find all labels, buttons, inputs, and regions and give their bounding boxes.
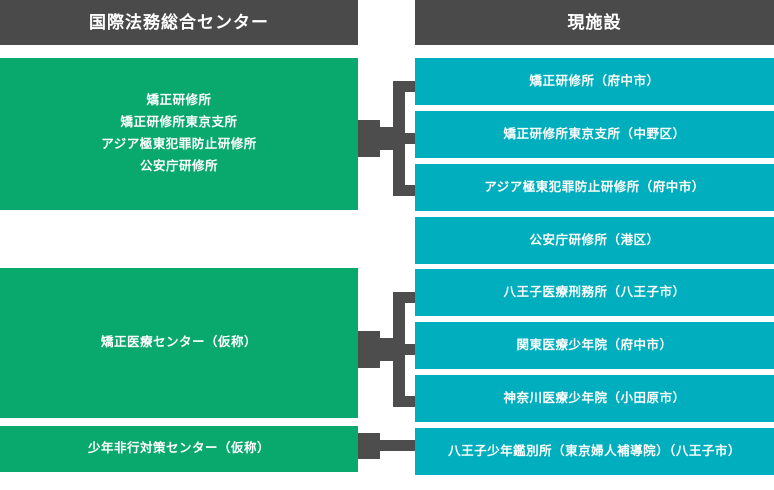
new-facility-box-juvenile-delinquency-center: 少年非行対策センター（仮称） <box>0 426 358 472</box>
current-facility-box-kanto-medical-juvenile: 関東医療少年院（府中市） <box>415 322 774 369</box>
new-facility-box-training-center: 矯正研修所 矯正研修所東京支所 アジア極東犯罪防止研修所 公安庁研修所 <box>0 58 358 210</box>
current-facility-box-unafei: アジア極東犯罪防止研修所（府中市） <box>415 164 774 211</box>
bracket-arm-top <box>393 292 415 303</box>
current-facility-label: 八王子医療刑務所（八王子市） <box>503 285 686 300</box>
connector-line-juvenile-delinquency-center <box>358 428 415 475</box>
bracket-knob <box>358 120 380 157</box>
bracket-arm-bottom <box>393 396 415 407</box>
connector-knob <box>358 433 380 459</box>
bracket-knob <box>358 331 380 368</box>
connector-bracket-training-center <box>358 58 415 210</box>
bracket-arm-middle <box>393 133 415 144</box>
bracket-stem <box>376 338 396 361</box>
column-header-new-facility-label: 国際法務総合センター <box>89 13 269 32</box>
bracket-arm-top <box>393 81 415 92</box>
current-facility-label: 矯正研修所（府中市） <box>529 74 660 89</box>
new-facility-line: 公安庁研修所 <box>139 158 218 173</box>
current-facility-box-kyosei-kenshujo: 矯正研修所（府中市） <box>415 58 774 105</box>
current-facility-box-kyosei-kenshujo-tokyo: 矯正研修所東京支所（中野区） <box>415 111 774 158</box>
current-facility-box-kanagawa-medical-juvenile: 神奈川医療少年院（小田原市） <box>415 375 774 422</box>
bracket-stem <box>376 127 396 150</box>
current-facility-label: アジア極東犯罪防止研修所（府中市） <box>484 180 705 195</box>
connector-bracket-correctional-medical-center <box>358 269 415 422</box>
current-facility-box-hachioji-juvenile-classification: 八王子少年鑑別所（東京婦人補導院）（八王子市） <box>415 428 774 475</box>
new-facility-box-correctional-medical-center: 矯正医療センター（仮称） <box>0 268 358 418</box>
current-facility-box-hachioji-medical-prison: 八王子医療刑務所（八王子市） <box>415 269 774 316</box>
current-facility-label: 神奈川医療少年院（小田原市） <box>503 391 686 406</box>
current-facility-label: 矯正研修所東京支所（中野区） <box>503 127 686 142</box>
column-header-current-facility: 現施設 <box>415 0 774 45</box>
new-facility-line: 矯正医療センター（仮称） <box>100 335 257 350</box>
new-facility-line: 少年非行対策センター（仮称） <box>87 441 270 456</box>
current-facility-box-koanchou-kenshujo: 公安庁研修所（港区） <box>415 217 774 264</box>
new-facility-line: 矯正研修所東京支所 <box>120 115 238 130</box>
column-header-current-facility-label: 現施設 <box>567 13 622 32</box>
current-facility-label: 公安庁研修所（港区） <box>529 233 660 248</box>
bracket-arm-middle <box>393 344 415 355</box>
new-facility-line: 矯正研修所 <box>146 93 212 108</box>
new-facility-line: アジア極東犯罪防止研修所 <box>101 137 257 151</box>
bracket-arm-bottom <box>393 185 415 196</box>
current-facility-label: 関東医療少年院（府中市） <box>516 338 673 353</box>
current-facility-label: 八王子少年鑑別所（東京婦人補導院）（八王子市） <box>448 444 741 459</box>
column-header-new-facility: 国際法務総合センター <box>0 0 358 45</box>
connector-line <box>376 440 415 451</box>
